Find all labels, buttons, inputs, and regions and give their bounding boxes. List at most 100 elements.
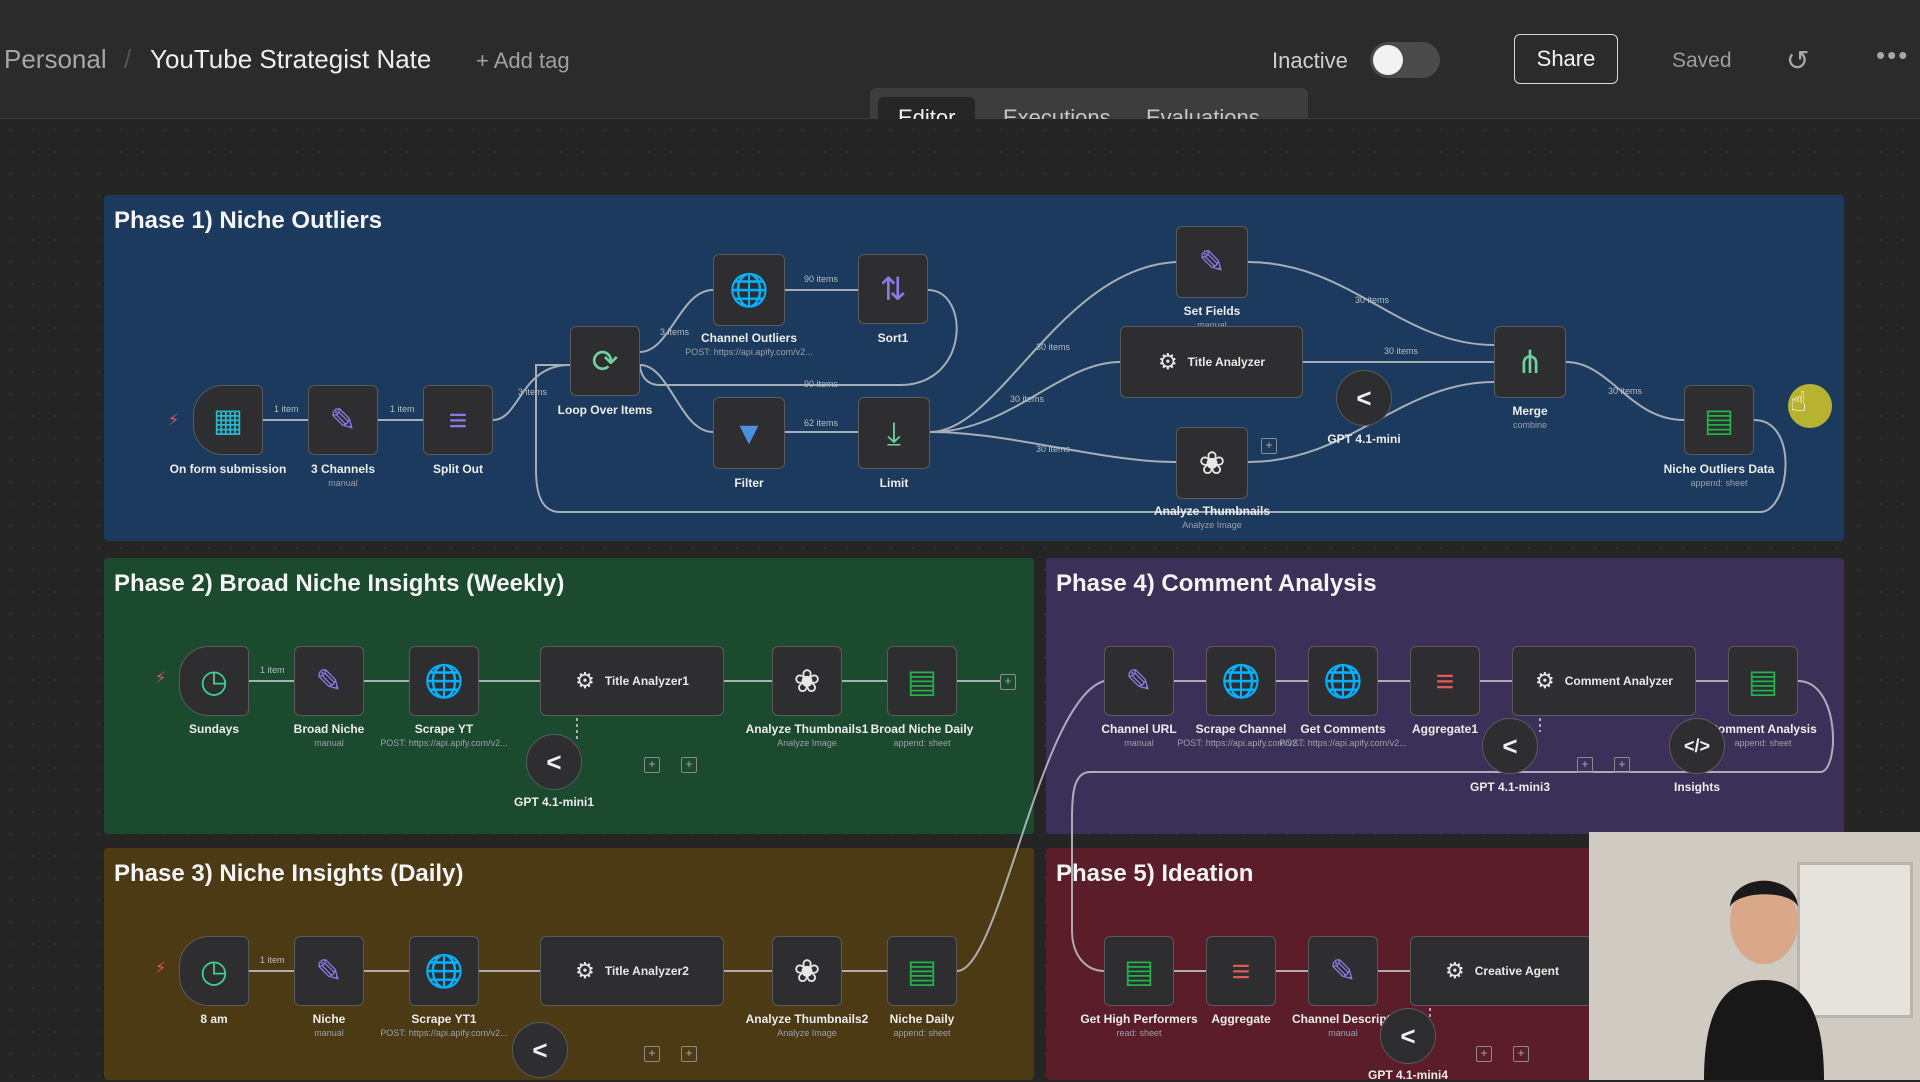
history-icon[interactable]: ↺ (1786, 45, 1810, 76)
node-label: GPT 4.1-mini3 (1469, 780, 1551, 794)
node-aggregate1[interactable]: ≡ (1410, 646, 1480, 716)
openai-icon: ❀ (793, 953, 821, 989)
node-scrape-yt1[interactable]: 🌐 (409, 936, 479, 1006)
node-sundays[interactable]: ◷ (179, 646, 249, 716)
active-status-label: Inactive (1272, 48, 1348, 73)
node-sublabel: Analyze Image (777, 738, 837, 748)
wire (929, 261, 1177, 433)
add-tool-icon[interactable]: + (1614, 757, 1630, 773)
wire (639, 289, 714, 353)
wire (535, 364, 1787, 513)
node-label: 3 Channels (310, 462, 376, 476)
share-button[interactable]: Share (1514, 34, 1618, 84)
code-icon: </> (1683, 735, 1711, 756)
node-title-analyzer1[interactable]: ⚙Title Analyzer1 (540, 646, 724, 716)
node-niche[interactable]: ✎ (294, 936, 364, 1006)
node-scrape-yt[interactable]: 🌐 (409, 646, 479, 716)
node-label: Title Analyzer1 (604, 674, 689, 688)
node-gpt-model-phase3[interactable]: < (512, 1022, 568, 1078)
node-limit[interactable]: ⤓ (858, 397, 930, 469)
add-memory-icon[interactable]: + (1476, 1046, 1492, 1062)
node-on-form-submission[interactable]: ▦ (193, 385, 263, 455)
pencil-icon: ✎ (1125, 663, 1153, 699)
node-comment-analyzer[interactable]: ⚙Comment Analyzer (1512, 646, 1696, 716)
node-gpt-4-1-mini3[interactable]: < (1482, 718, 1538, 774)
add-memory-icon[interactable]: + (644, 757, 660, 773)
node-set-fields[interactable]: ✎ (1176, 226, 1248, 298)
add-memory-icon[interactable]: + (644, 1046, 660, 1062)
hand-cursor-icon: ☝ (1790, 386, 1808, 417)
phase4-title: Phase 4) Comment Analysis (1056, 570, 1377, 597)
sheets-icon: ▤ (906, 663, 938, 699)
node-scrape-channel[interactable]: 🌐 (1206, 646, 1276, 716)
wire (956, 680, 1105, 972)
phase5-title: Phase 5) Ideation (1056, 860, 1254, 887)
node-3-channels[interactable]: ✎ (308, 385, 378, 455)
presenter-image (1704, 880, 1824, 1080)
node-gpt-4-1-mini[interactable]: < (1336, 370, 1392, 426)
node-sublabel: append: sheet (1690, 478, 1748, 488)
more-icon[interactable]: ••• (1876, 40, 1910, 70)
node-sublabel: manual (1328, 1028, 1358, 1038)
edge-label: 30 items (1010, 394, 1045, 404)
node-label: Insights (1673, 780, 1720, 794)
node-channel-url[interactable]: ✎ (1104, 646, 1174, 716)
node-analyze-thumbnails[interactable]: ❀ (1176, 427, 1248, 499)
node-niche-outliers-data[interactable]: ▤ (1684, 385, 1754, 455)
node-label: Filter (734, 476, 764, 490)
node-niche-daily[interactable]: ▤ (887, 936, 957, 1006)
node-sublabel: POST: https://api.apify.com/v2... (380, 1028, 508, 1038)
node-title-analyzer[interactable]: ⚙Title Analyzer (1120, 326, 1303, 398)
wire (639, 289, 958, 386)
node-filter[interactable]: ▼ (713, 397, 785, 469)
toggle-knob (1373, 45, 1403, 75)
node-loop-over-items[interactable]: ⟳ (570, 326, 640, 396)
node-broad-niche[interactable]: ✎ (294, 646, 364, 716)
openai-icon: ❀ (1198, 445, 1226, 481)
node-label: Sort1 (877, 331, 909, 345)
node-label: 8 am (200, 1012, 228, 1026)
node-sublabel: read: sheet (1116, 1028, 1162, 1038)
add-tool-icon[interactable]: + (681, 757, 697, 773)
node-label: Scrape YT1 (411, 1012, 477, 1026)
mouse-cursor-highlight (1788, 384, 1832, 428)
pencil-icon: ✎ (315, 953, 343, 989)
node-creative-agent[interactable]: ⚙Creative Agent (1410, 936, 1594, 1006)
node-comment-analysis[interactable]: ▤ (1728, 646, 1798, 716)
breadcrumb-personal[interactable]: Personal (4, 44, 107, 74)
node-get-comments[interactable]: 🌐 (1308, 646, 1378, 716)
node-get-high-performers[interactable]: ▤ (1104, 936, 1174, 1006)
add-tool-icon[interactable]: + (1261, 438, 1277, 454)
add-tag-button[interactable]: + Add tag (476, 48, 570, 73)
add-memory-icon[interactable]: + (1577, 757, 1593, 773)
workflow-title[interactable]: YouTube Strategist Nate (150, 44, 432, 74)
wire (1565, 361, 1685, 421)
node-sublabel: POST: https://api.apify.com/v2... (1279, 738, 1407, 748)
node-split-out[interactable]: ≡ (423, 385, 493, 455)
node-channel-outliers[interactable]: 🌐 (713, 254, 785, 326)
node-label: Creative Agent (1474, 964, 1559, 978)
node-channel-description[interactable]: ✎ (1308, 936, 1378, 1006)
node-aggregate[interactable]: ≡ (1206, 936, 1276, 1006)
node-label: Scrape Channel (1195, 722, 1287, 736)
node-gpt-4-1-mini1[interactable]: < (526, 734, 582, 790)
add-tool-icon[interactable]: + (681, 1046, 697, 1062)
node-sort1[interactable]: ⇅ (858, 254, 928, 324)
node-sublabel: combine (1512, 420, 1548, 430)
node-8-am[interactable]: ◷ (179, 936, 249, 1006)
node-analyze-thumbnails2[interactable]: ❀ (772, 936, 842, 1006)
active-toggle[interactable] (1370, 42, 1440, 78)
add-tool-icon[interactable]: + (1513, 1046, 1529, 1062)
add-node-icon[interactable]: + (1000, 674, 1016, 690)
node-insights[interactable]: </> (1669, 718, 1725, 774)
node-title-analyzer2[interactable]: ⚙Title Analyzer2 (540, 936, 724, 1006)
filter-icon: ▼ (733, 415, 765, 451)
node-analyze-thumbnails1[interactable]: ❀ (772, 646, 842, 716)
sheets-icon: ▤ (1703, 402, 1735, 438)
node-label: Niche (312, 1012, 346, 1026)
node-broad-niche-daily[interactable]: ▤ (887, 646, 957, 716)
node-merge[interactable]: ⋔ (1494, 326, 1566, 398)
node-gpt-4-1-mini4[interactable]: < (1380, 1008, 1436, 1064)
node-label: Niche Daily (889, 1012, 955, 1026)
